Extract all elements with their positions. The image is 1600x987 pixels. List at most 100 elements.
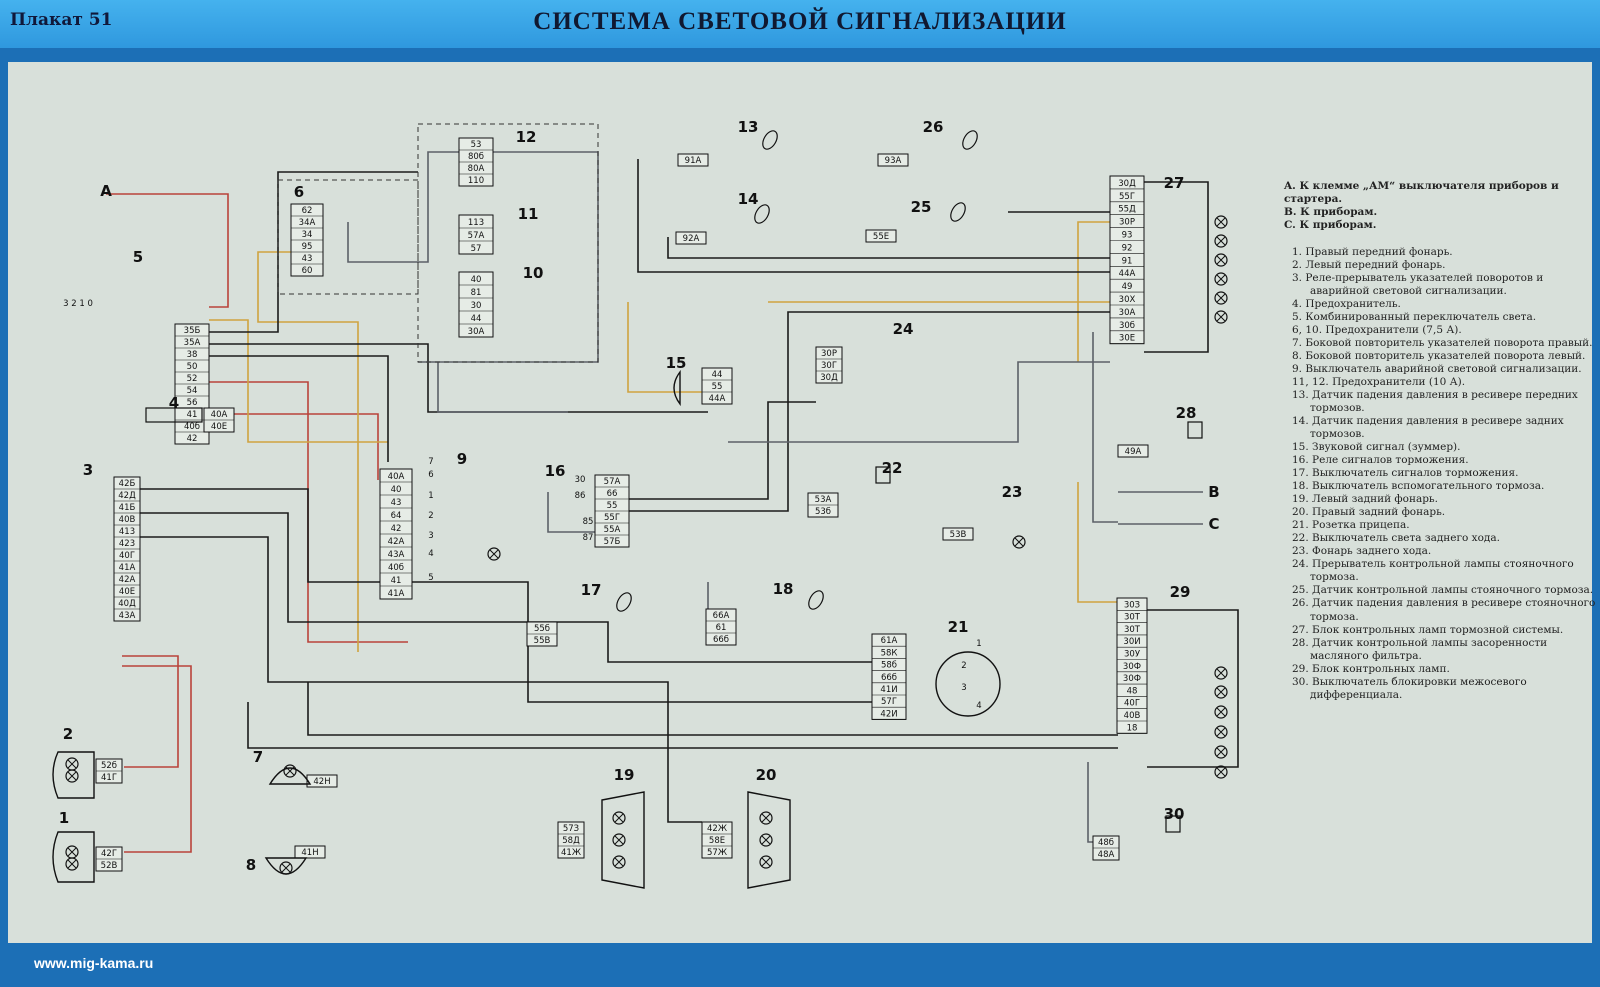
pin-label: 40В <box>1124 711 1141 721</box>
legend-item: 14. Датчик падения давления в ресивере з… <box>1292 415 1564 441</box>
pin-label: 93А <box>885 156 902 166</box>
pin-label: 30Т <box>1124 613 1141 623</box>
legend-item: 27. Блок контрольных ламп тормозной сист… <box>1292 623 1564 636</box>
legend-terminals: A. К клемме „АМ“ выключателя приборов и … <box>1284 180 1599 232</box>
pin-label: 42 <box>391 524 402 534</box>
pin-label: 42Г <box>101 849 117 859</box>
pin-label: 35Б <box>184 326 201 336</box>
pin-label: 40Е <box>119 587 135 597</box>
pin-label: 30б <box>1119 321 1135 331</box>
contact-number: 5 <box>428 573 433 583</box>
pin-label: 92 <box>1122 243 1133 253</box>
wire <box>257 251 359 652</box>
lamp-icon <box>1216 312 1226 322</box>
lamp-icon <box>1214 666 1228 680</box>
legend-list: 1. Правый передний фонарь.2. Левый перед… <box>1284 246 1599 702</box>
connector-block <box>458 271 494 338</box>
pin-label: 58б <box>881 661 897 671</box>
pin-label: 41И <box>880 685 897 695</box>
switch-icon <box>875 466 891 484</box>
legend-item: 2. Левый передний фонарь. <box>1292 259 1446 272</box>
pin-label: 110 <box>468 176 484 186</box>
sensor-icon <box>762 130 778 150</box>
contact-number: 4 <box>428 549 433 559</box>
pin-label: 55Г <box>1119 192 1135 202</box>
sensor-icon <box>962 130 978 150</box>
pin-label: 41Б <box>119 503 136 513</box>
wire <box>1077 221 1110 362</box>
component-number: 14 <box>738 190 759 208</box>
component-number: 26 <box>923 118 944 136</box>
front-lamp-housing-icon <box>52 831 95 883</box>
pin-label: 57Ж <box>707 848 727 858</box>
pin-label: 52 <box>187 374 198 384</box>
pin-label: 55А <box>604 525 621 535</box>
pin-label: 58Д <box>562 836 580 846</box>
component-number: 30 <box>1164 805 1185 823</box>
pin-label: 30А <box>1119 308 1136 318</box>
pin-label: 40 <box>471 275 482 285</box>
legend-item: 22. Выключатель света заднего хода. <box>1292 532 1500 545</box>
wire <box>122 665 192 853</box>
wire <box>629 311 1110 512</box>
terminal-letter-c: C <box>1208 515 1219 533</box>
pin-label: 48 <box>1127 686 1138 696</box>
pin-label: 57З <box>563 824 579 834</box>
component-number: 10 <box>523 264 544 282</box>
sensor-icon <box>616 592 632 612</box>
pin-label: 30Д <box>1118 179 1136 189</box>
wire <box>1144 181 1209 353</box>
pin-label: 49А <box>1125 447 1142 457</box>
pin-label: 61А <box>881 636 898 646</box>
lamp-icon <box>1214 765 1228 779</box>
pin-label: 66б <box>881 673 897 683</box>
lamp-icon <box>1216 687 1226 697</box>
lamp-icon <box>1214 685 1228 699</box>
pin-label: 42А <box>119 575 136 585</box>
pin-label: 30Р <box>821 349 837 359</box>
legend: A. К клемме „АМ“ выключателя приборов и … <box>1284 180 1599 702</box>
pin-label: 48А <box>1098 850 1115 860</box>
wire <box>637 159 1110 273</box>
lamp-icon <box>1214 310 1228 324</box>
legend-item: 7. Боковой повторитель указателей поворо… <box>1292 337 1593 350</box>
wire <box>140 536 702 823</box>
pin-label: 30И <box>1123 637 1140 647</box>
wire <box>140 512 872 663</box>
legend-item: 19. Левый задний фонарь. <box>1292 493 1438 506</box>
lamp-icon <box>67 847 77 857</box>
pin-label: 55Д <box>1118 205 1136 215</box>
terminal-letter-b: B <box>1208 483 1219 501</box>
pin-label: 113 <box>468 218 484 228</box>
pin-label: 40 <box>391 485 402 495</box>
pin-label: 30У <box>1124 650 1141 660</box>
wire <box>1092 332 1118 523</box>
lamp-icon <box>1216 767 1226 777</box>
lamp-icon <box>761 813 771 823</box>
rear-lamp-housing-icon <box>747 791 791 889</box>
pin-label: 42И <box>880 709 897 719</box>
lamp-icon <box>65 769 79 783</box>
component-number: 29 <box>1170 583 1191 601</box>
legend-item: 6, 10. Предохранители (7,5 А). <box>1292 324 1462 337</box>
legend-item: 23. Фонарь заднего хода. <box>1292 545 1432 558</box>
component-number: 18 <box>773 580 794 598</box>
lamp-icon <box>761 835 771 845</box>
wire <box>1147 609 1239 768</box>
pin-label: 55 <box>607 501 618 511</box>
pin-label: 30Г <box>821 361 837 371</box>
connector-block <box>1109 175 1145 345</box>
component-number: 19 <box>614 766 635 784</box>
contact-number: 87 <box>583 533 594 543</box>
lamp-icon <box>759 811 773 825</box>
lamp-icon <box>759 833 773 847</box>
component-number: 7 <box>253 748 263 766</box>
pin-label: 30А <box>468 327 485 337</box>
lamp-icon <box>612 833 626 847</box>
wire <box>209 319 388 443</box>
pin-label: 53б <box>815 507 831 517</box>
pin-label: 18 <box>1127 723 1138 733</box>
legend-item: 21. Розетка прицепа. <box>1292 519 1410 532</box>
legend-item: 4. Предохранитель. <box>1292 298 1401 311</box>
